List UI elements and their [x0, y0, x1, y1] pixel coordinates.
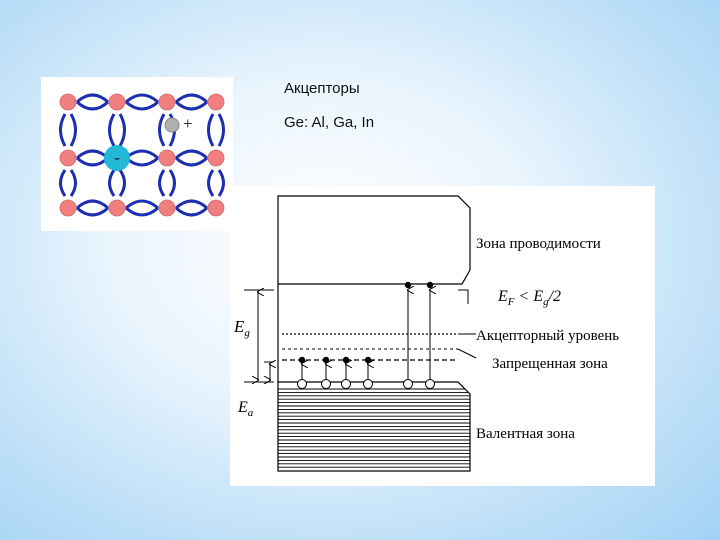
bond [126, 201, 158, 208]
forbidden-label: Запрещенная зона [492, 356, 608, 372]
bond [120, 114, 125, 146]
hole-circle [322, 380, 331, 389]
bond [126, 208, 158, 215]
bond [176, 151, 207, 158]
title-block: Акцепторы Ge: Al, Ga, In [284, 80, 374, 132]
acceptor-electron [323, 357, 329, 363]
conduction-label: Зона проводимости [476, 236, 601, 252]
bond [110, 114, 115, 146]
atom [159, 200, 175, 216]
conduction-electron [427, 282, 433, 288]
bond [71, 114, 76, 146]
bond [176, 208, 207, 215]
bond [77, 151, 108, 158]
crystal-lattice-illustration: + - [41, 77, 233, 231]
bond [77, 201, 108, 208]
conduction-band [278, 196, 470, 284]
band-diagram-svg: Eg Ea Зона проводимости EF < Eg/2 Акцепт… [230, 186, 655, 486]
bond [71, 170, 76, 196]
acceptor-level-label: Акцепторный уровень [476, 328, 619, 344]
acceptor-electron [343, 357, 349, 363]
valence-label: Валентная зона [476, 426, 575, 442]
atom [60, 150, 76, 166]
bond [110, 170, 115, 196]
fermi-label: EF < Eg/2 [497, 288, 561, 308]
electron-transitions [298, 282, 435, 389]
acceptor-electron [365, 357, 371, 363]
bond [176, 95, 207, 102]
bond [126, 151, 158, 158]
bond [77, 102, 108, 109]
bond [61, 114, 66, 146]
lattice-svg: + - [41, 77, 233, 231]
bond [176, 158, 207, 165]
bond [160, 170, 165, 196]
lattice-bonds [61, 95, 224, 215]
bond [61, 170, 66, 196]
hole-circle [364, 380, 373, 389]
band-edge-bracket [458, 290, 468, 304]
hole-circle [342, 380, 351, 389]
hole-circle [404, 380, 413, 389]
bond [126, 95, 158, 102]
plus-sign: + [183, 114, 193, 133]
acceptor-electron [299, 357, 305, 363]
bond [176, 102, 207, 109]
bond [176, 201, 207, 208]
bond [170, 170, 175, 196]
eg-label: Eg [233, 317, 250, 339]
forbidden-leader [458, 349, 476, 358]
atom [208, 150, 224, 166]
atom [208, 200, 224, 216]
slide-title: Акцепторы [284, 80, 374, 98]
bond [77, 208, 108, 215]
hole [165, 118, 179, 132]
bond [219, 114, 224, 146]
band-diagram: Eg Ea Зона проводимости EF < Eg/2 Акцепт… [230, 186, 655, 486]
atom [60, 94, 76, 110]
bond [126, 102, 158, 109]
bond [77, 158, 108, 165]
hole-circle [426, 380, 435, 389]
bond [160, 114, 165, 146]
lattice-atoms [60, 94, 224, 216]
bond [209, 114, 214, 146]
bond [120, 170, 125, 196]
conduction-electron [405, 282, 411, 288]
atom [60, 200, 76, 216]
hole-circle [298, 380, 307, 389]
bond [77, 95, 108, 102]
ea-label: Ea [237, 399, 254, 419]
minus-sign: - [114, 148, 120, 167]
bond [126, 158, 158, 165]
atom [159, 150, 175, 166]
bond [209, 170, 214, 196]
atom [159, 94, 175, 110]
bond [219, 170, 224, 196]
atom [109, 94, 125, 110]
atom [109, 200, 125, 216]
valence-band-hatching [278, 389, 470, 467]
slide-subtitle: Ge: Al, Ga, In [284, 114, 374, 132]
atom [208, 94, 224, 110]
